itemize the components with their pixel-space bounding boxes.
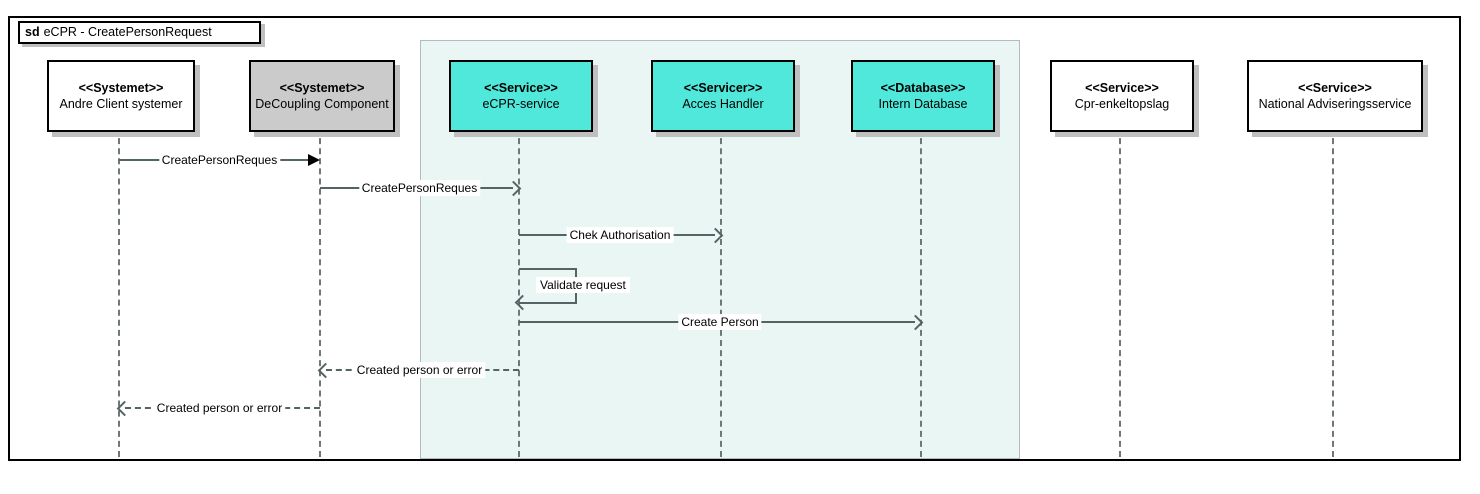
open-arrowhead-icon	[317, 362, 334, 379]
actor-stereotype: <<Servicer>>	[683, 81, 763, 95]
frame-title-text: eCPR - CreatePersonRequest	[43, 25, 212, 39]
message-create-person-request-1: CreatePersonReques	[119, 152, 320, 168]
open-arrowhead-icon	[707, 227, 724, 244]
frame-keyword: sd	[25, 25, 40, 39]
actor-stereotype: <<Service>>	[484, 81, 558, 95]
actor-name: Acces Handler	[682, 97, 764, 111]
actor-stereotype: <<Service>>	[1085, 81, 1159, 95]
actor-stereotype: <<Systemet>>	[279, 81, 365, 95]
actor-stereotype: <<Service>>	[1298, 81, 1372, 95]
actor-stereotype: <<Systemet>>	[78, 81, 164, 95]
message-created-person-or-error-1: Created person or error	[317, 362, 519, 379]
message-label: CreatePersonReques	[158, 152, 281, 168]
filled-arrowhead-icon	[308, 154, 320, 166]
message-label: CreatePersonReques	[358, 180, 481, 196]
message-label: Created person or error	[153, 400, 286, 416]
lifeline-andre-client-systemer	[118, 128, 120, 457]
message-label: Created person or error	[353, 362, 486, 378]
actor-name: DeCoupling Component	[255, 97, 389, 111]
actor-national-adviseringsservice: <<Service>> National Adviseringsservice	[1247, 60, 1423, 132]
actor-name: eCPR-service	[482, 97, 560, 111]
diagram-frame	[8, 16, 1461, 461]
message-label: Create Person	[678, 314, 762, 330]
actor-acces-handler: <<Servicer>> Acces Handler	[651, 60, 795, 132]
actor-cpr-enkeltopslag: <<Service>> Cpr-enkeltopslag	[1050, 60, 1194, 132]
actor-name: Andre Client systemer	[59, 97, 183, 111]
message-created-person-or-error-2: Created person or error	[116, 400, 320, 417]
message-create-person: Create Person	[519, 314, 924, 331]
actor-andre-client-systemer: <<Systemet>> Andre Client systemer	[47, 60, 195, 132]
open-arrowhead-icon	[505, 180, 522, 197]
message-create-person-request-2: CreatePersonReques	[320, 180, 522, 197]
lifeline-intern-database	[920, 128, 922, 457]
open-arrowhead-icon	[907, 314, 924, 331]
lifeline-ecpr-service	[518, 128, 520, 457]
open-arrowhead-icon	[116, 400, 133, 417]
message-label: Validate request	[536, 277, 630, 293]
message-chek-authorisation: Chek Authorisation	[519, 227, 724, 244]
lifeline-acces-handler	[720, 128, 722, 457]
lifeline-national-adviseringsservice	[1332, 128, 1334, 457]
actor-name: Cpr-enkeltopslag	[1074, 97, 1170, 111]
actor-intern-database: <<Database>> Intern Database	[851, 60, 995, 132]
actor-name: Intern Database	[878, 97, 968, 111]
actor-stereotype: <<Database>>	[880, 81, 966, 95]
lifeline-decoupling-component	[319, 128, 321, 457]
actor-ecpr-service: <<Service>> eCPR-service	[449, 60, 593, 132]
actor-decoupling-component: <<Systemet>> DeCoupling Component	[249, 60, 395, 132]
actor-name: National Adviseringsservice	[1258, 97, 1412, 111]
message-label: Chek Authorisation	[566, 227, 674, 243]
lifeline-cpr-enkeltopslag	[1119, 128, 1121, 457]
